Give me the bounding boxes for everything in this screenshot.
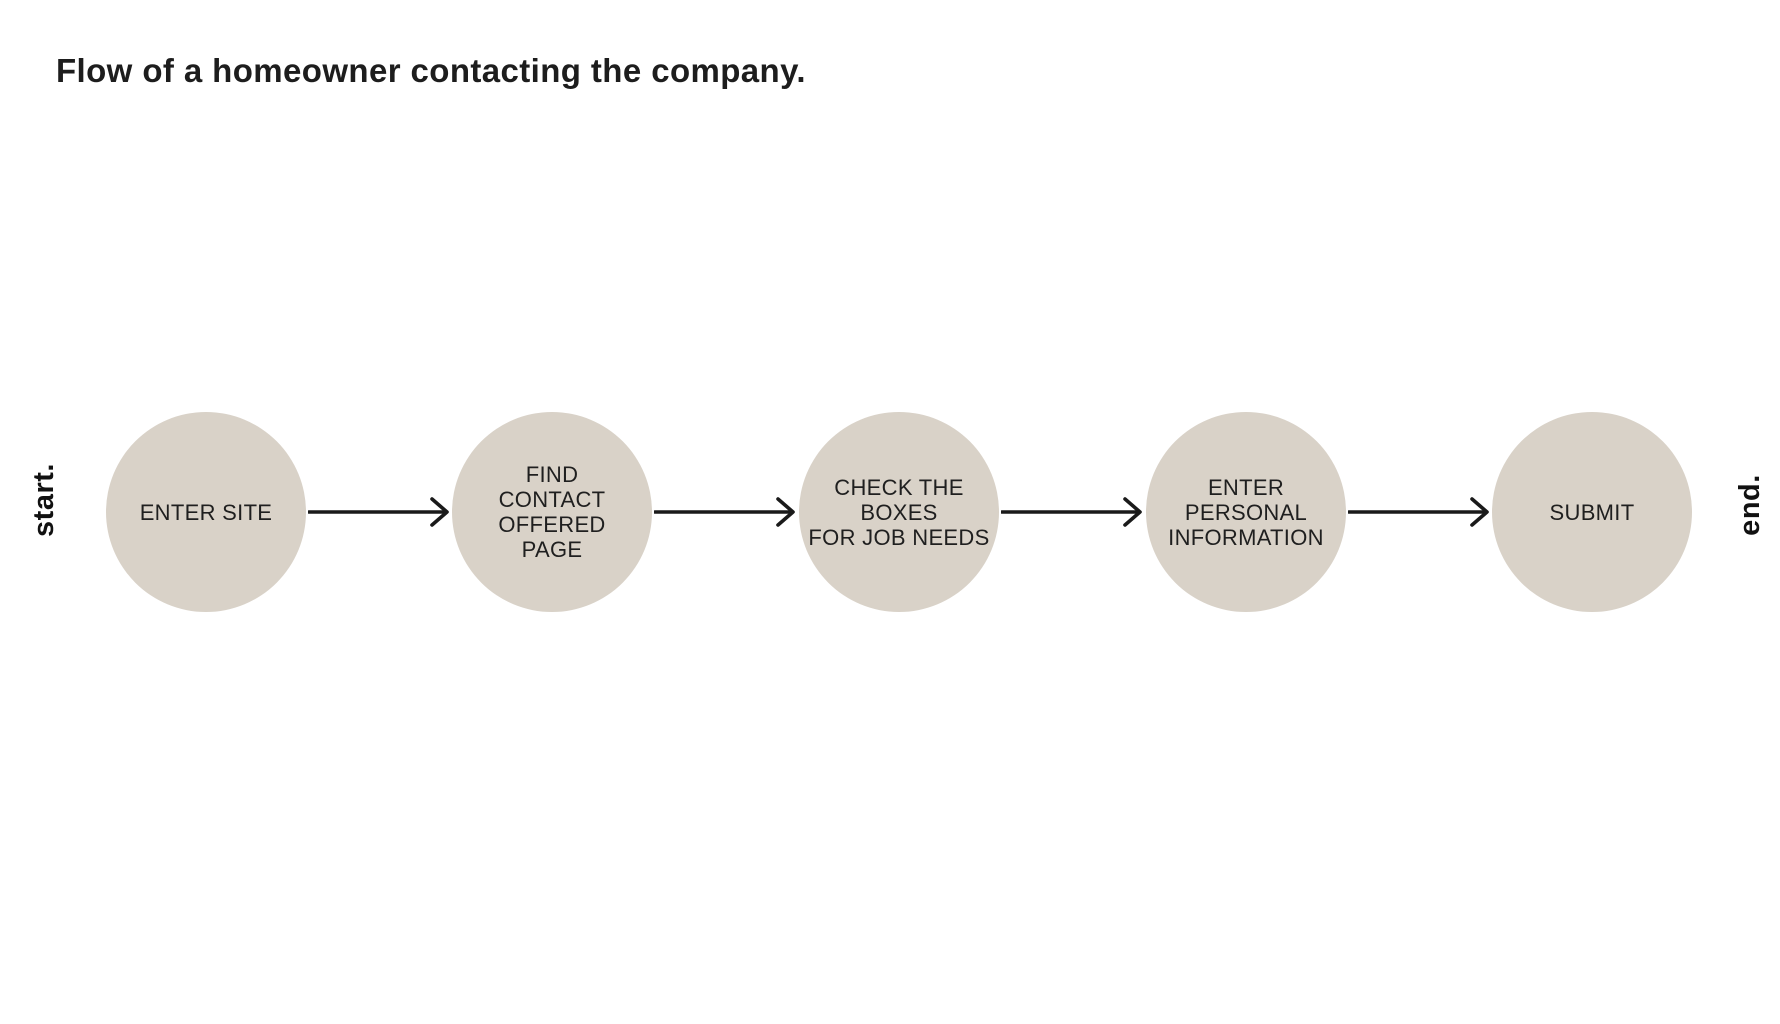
- arrow-icon: [308, 497, 449, 527]
- start-label: start.: [28, 463, 60, 537]
- flow-step-check-boxes: CHECK THE BOXES FOR JOB NEEDS: [799, 412, 999, 612]
- end-label: end.: [1734, 474, 1766, 536]
- flow-step-find-contact-page: FIND CONTACT OFFERED PAGE: [452, 412, 652, 612]
- flow-step-label: CHECK THE BOXES FOR JOB NEEDS: [808, 474, 990, 550]
- arrow-icon: [1001, 497, 1142, 527]
- flow-step-enter-site: ENTER SITE: [106, 412, 306, 612]
- flow-step-label: FIND CONTACT OFFERED PAGE: [498, 462, 606, 562]
- flow-step-enter-personal-info: ENTER PERSONAL INFORMATION: [1146, 412, 1346, 612]
- flow-step-label: ENTER SITE: [139, 499, 273, 525]
- flow-step-label: ENTER PERSONAL INFORMATION: [1168, 474, 1324, 550]
- arrow-icon: [1348, 497, 1489, 527]
- arrow-icon: [654, 497, 795, 527]
- flow-step-label: SUBMIT: [1549, 499, 1635, 525]
- diagram-title: Flow of a homeowner contacting the compa…: [56, 52, 806, 89]
- flow-step-submit: SUBMIT: [1492, 412, 1692, 612]
